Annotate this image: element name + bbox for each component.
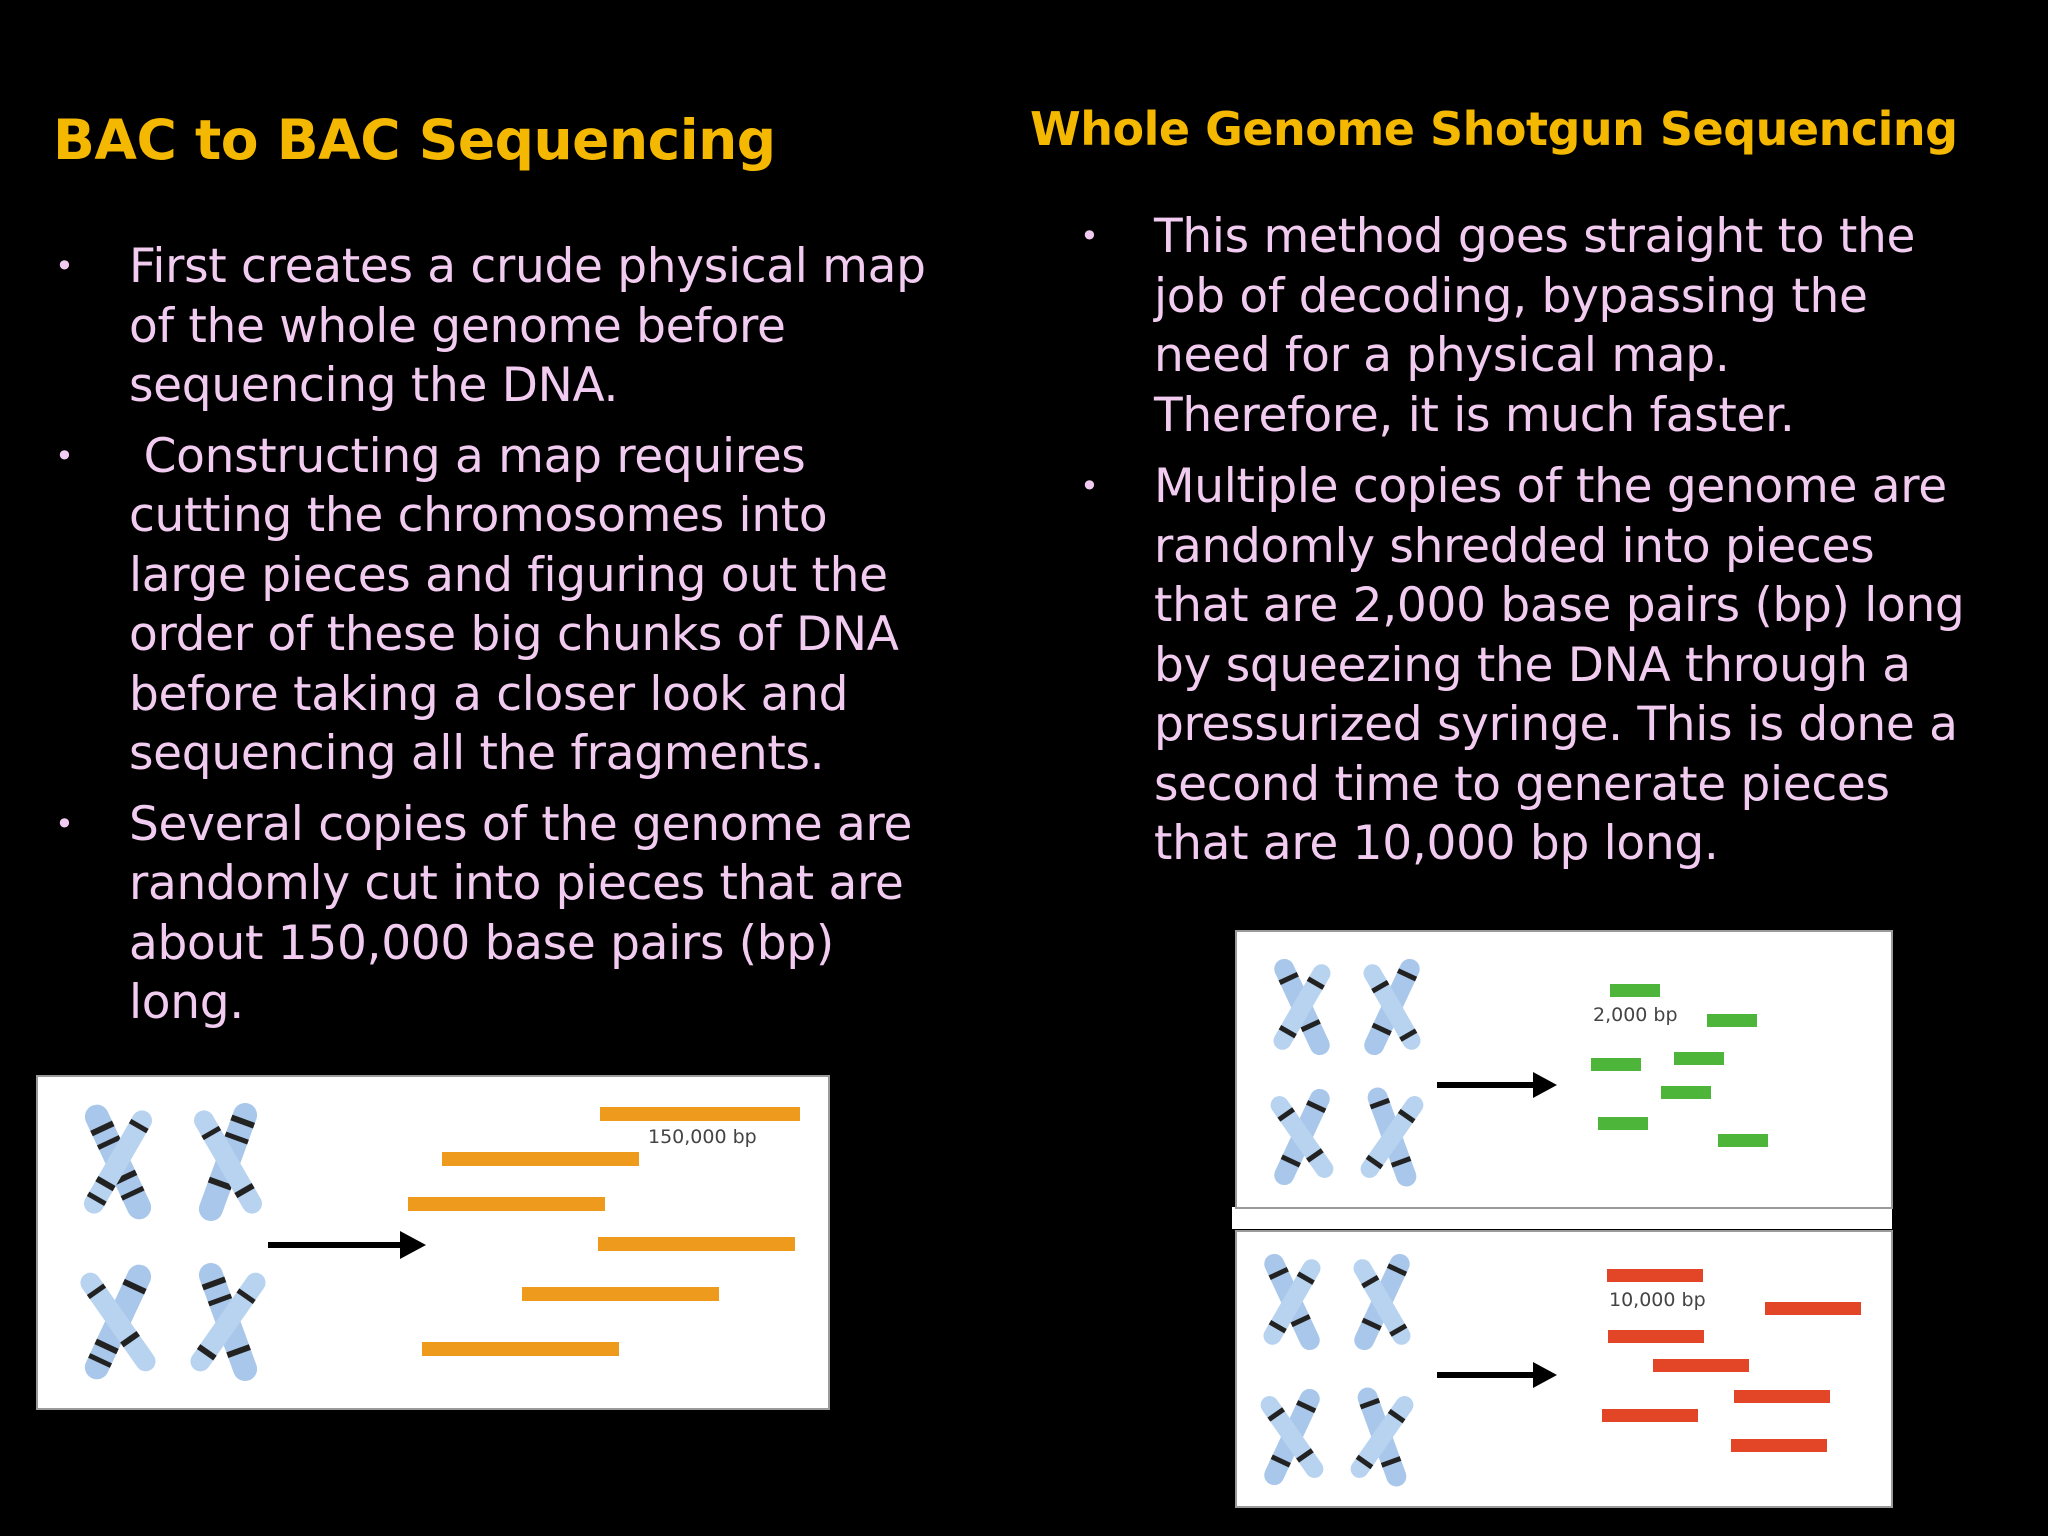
figure-divider: [1232, 1207, 1892, 1229]
fragment-bar: [1707, 1014, 1757, 1027]
fragment-bar: [1674, 1052, 1724, 1065]
fragment-bar: [1602, 1409, 1698, 1422]
fragment-size-label: 10,000 bp: [1609, 1289, 1706, 1311]
bullet-text: Several copies of the genome are randoml…: [129, 796, 913, 1031]
chromosome-icon: [1360, 1096, 1424, 1178]
fragment-bar: [1661, 1086, 1711, 1099]
fragment-bar: [1608, 1330, 1704, 1343]
fragment-bar: [422, 1342, 619, 1356]
fragment-bar: [442, 1152, 639, 1166]
fragment-bar: [522, 1287, 719, 1301]
fragment-bar: [1591, 1058, 1641, 1071]
bullet-icon: •: [1080, 467, 1099, 505]
fragment-bar: [598, 1237, 795, 1251]
bac-fragment-figure: 150,000 bp: [36, 1075, 830, 1410]
list-item: • Constructing a map requires cutting th…: [55, 427, 935, 784]
left-bullet-list: • First creates a crude physical map of t…: [55, 237, 935, 1044]
bullet-text: First creates a crude physical map of th…: [129, 239, 926, 413]
fragment-bar: [1653, 1359, 1749, 1372]
arrow-right-icon: [1437, 1362, 1557, 1388]
bullet-text: Constructing a map requires cutting the …: [129, 428, 914, 782]
list-item: • This method goes straight to the job of…: [1080, 207, 1980, 445]
fragment-bar: [1731, 1439, 1827, 1452]
chromosome-icon: [80, 1272, 156, 1372]
bullet-text: Multiple copies of the genome are random…: [1154, 459, 1965, 871]
chromosome-icon: [190, 1272, 266, 1372]
fragment-bar: [600, 1107, 800, 1121]
list-item: • First creates a crude physical map of t…: [55, 237, 935, 416]
bullet-icon: •: [55, 804, 74, 843]
list-item: • Multiple copies of the genome are rando…: [1080, 457, 1980, 874]
shotgun-10000bp-figure: 10,000 bp: [1235, 1230, 1893, 1508]
arrow-right-icon: [1437, 1072, 1557, 1098]
chromosome-icon: [1363, 964, 1421, 1050]
bullet-text: This method goes straight to the job of …: [1154, 209, 1916, 443]
chromosome-icon: [84, 1110, 152, 1214]
right-heading: Whole Genome Shotgun Sequencing: [1030, 102, 1958, 156]
left-heading: BAC to BAC Sequencing: [53, 108, 776, 172]
shotgun-2000bp-figure: 2,000 bp: [1235, 930, 1893, 1209]
fragment-bar: [1765, 1302, 1861, 1315]
fragment-bar: [1718, 1134, 1768, 1147]
chromosome-icon: [1260, 1396, 1324, 1478]
chromosome-icon: [1263, 1259, 1321, 1345]
chromosome-icon: [1350, 1396, 1414, 1478]
fragment-bar: [1610, 984, 1660, 997]
fragment-bar: [1598, 1117, 1648, 1130]
fragment-bar: [408, 1197, 605, 1211]
fragment-size-label: 150,000 bp: [648, 1126, 757, 1148]
chromosome-icon: [1270, 1096, 1334, 1178]
bullet-icon: •: [1080, 217, 1099, 255]
arrow-right-icon: [268, 1231, 426, 1259]
bullet-icon: •: [55, 436, 74, 475]
bullet-icon: •: [55, 247, 74, 285]
fragment-bar: [1734, 1390, 1830, 1403]
fragment-size-label: 2,000 bp: [1593, 1004, 1678, 1026]
chromosome-icon: [1273, 964, 1331, 1050]
list-item: • Several copies of the genome are random…: [55, 795, 935, 1033]
fragment-bar: [1607, 1269, 1703, 1282]
right-bullet-list: • This method goes straight to the job of…: [1080, 207, 1980, 886]
chromosome-icon: [1353, 1259, 1411, 1345]
chromosome-icon: [194, 1110, 262, 1214]
